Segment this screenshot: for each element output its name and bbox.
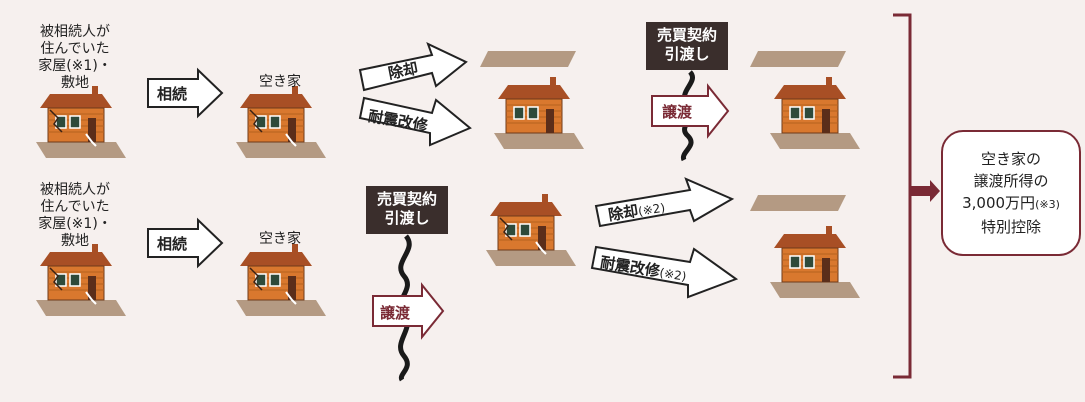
retrofit-note-r2: (※2)	[658, 265, 688, 284]
demolish-arrow-r1	[358, 42, 468, 92]
result-line3: 3,000万円(※3)	[943, 192, 1079, 216]
demolish-arrow-r2	[594, 177, 735, 228]
house-r1-vacant	[235, 85, 327, 159]
result-amount: 3,000万円	[962, 194, 1036, 212]
source-label-r2: 被相続人が 住んでいた 家屋(※1)・ 敷地	[38, 182, 112, 249]
inherit-label-r2: 相続	[157, 235, 188, 253]
house-r1-final	[769, 76, 861, 150]
inherit-arrow-r1	[147, 67, 224, 119]
bracket	[893, 13, 912, 379]
house-r1-source	[35, 85, 127, 159]
contract-box-r2: 売買契約 引渡し	[366, 186, 448, 234]
transfer-label-r2: 譲渡	[380, 304, 411, 322]
result-note: (※3)	[1035, 198, 1060, 211]
house-r2-vacant	[235, 243, 327, 317]
result-line2: 譲渡所得の	[973, 172, 1049, 190]
transfer-arrow-r1	[651, 83, 730, 139]
vacant-label-r2: 空き家	[259, 231, 301, 247]
inherit-label-r1: 相続	[157, 85, 188, 103]
result-box: 空き家の 譲渡所得の 3,000万円(※3) 特別控除	[941, 130, 1081, 256]
inherit-arrow-r2	[147, 217, 224, 269]
bracket-arrow	[910, 180, 940, 202]
lot-r1-final	[750, 51, 846, 67]
house-r2-sold	[485, 193, 577, 267]
result-line1: 空き家の	[980, 150, 1041, 168]
source-label-r1: 被相続人が 住んでいた 家屋(※1)・ 敷地	[38, 24, 112, 91]
vacant-label-r1: 空き家	[259, 74, 301, 90]
contract-box-r1: 売買契約 引渡し	[646, 22, 728, 70]
house-r2-source	[35, 243, 127, 317]
retrofit-arrow-r2	[590, 245, 739, 299]
house-r1-retrofit	[493, 76, 585, 150]
lot-r2-demolished	[750, 195, 846, 211]
transfer-label-r1: 譲渡	[662, 103, 693, 121]
demolish-text-r2: 除却	[607, 201, 640, 225]
result-line4: 特別控除	[980, 218, 1041, 236]
house-r2-retrofit	[769, 225, 861, 299]
lot-r1-demolished	[480, 51, 576, 67]
transfer-arrow-r2	[372, 282, 445, 340]
retrofit-arrow-r1	[358, 96, 472, 147]
demolish-note-r2: (※2)	[637, 200, 667, 219]
